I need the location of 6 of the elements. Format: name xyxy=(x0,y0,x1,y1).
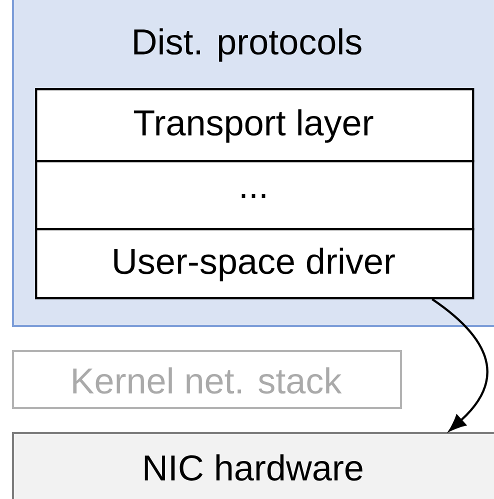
layer-row: Transport layer xyxy=(35,88,474,162)
curved-arrow xyxy=(432,298,488,432)
layer-row: User-space driver xyxy=(35,228,474,300)
hardware-box: NIC hardware xyxy=(12,432,494,499)
layer-box: Kernel net. stack xyxy=(12,350,402,409)
layer-row: ... xyxy=(35,160,474,230)
